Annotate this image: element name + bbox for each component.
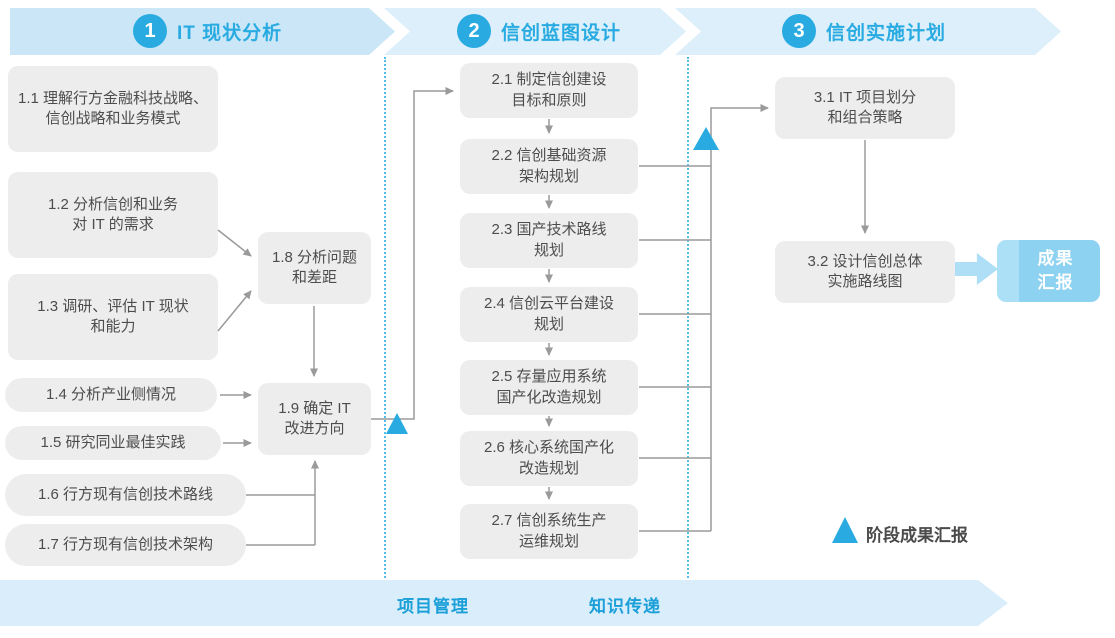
box-2-7: 2.7 信创系统生产 运维规划 <box>460 504 638 559</box>
box-2-7-line2: 运维规划 <box>518 532 579 550</box>
box-1-8: 1.8 分析问题 和差距 <box>258 232 371 304</box>
phase-3-number-badge: 3 <box>782 14 816 48</box>
box-2-1-line2: 目标和原则 <box>511 91 587 109</box>
box-1-3-line1: 1.3 调研、评估 IT 现状 <box>37 297 189 315</box>
box-1-1-line1: 1.1 理解行方金融科技战略、 <box>17 89 209 107</box>
box-1-4-label: 1.4 分析产业侧情况 <box>45 385 177 403</box>
box-1-1-line2: 信创战略和业务模式 <box>45 110 181 127</box>
phase-1-number-badge: 1 <box>133 14 167 48</box>
phase-divider-1 <box>384 57 386 578</box>
phase-3-band <box>675 8 1061 55</box>
box-1-2-line1: 1.2 分析信创和业务 <box>47 195 179 213</box>
phase-divider-2 <box>687 57 689 578</box>
box-2-2: 2.2 信创基础资源 架构规划 <box>460 139 638 194</box>
box-1-9: 1.9 确定 IT 改进方向 <box>258 383 371 455</box>
phase-2-header: 2 信创蓝图设计 <box>457 14 621 48</box>
footer-band <box>0 580 1008 626</box>
footer-item-knowledge-transfer: 知识传递 <box>589 597 661 616</box>
box-1-6-label: 1.6 行方现有信创技术路线 <box>37 485 214 503</box>
box-2-2-line2: 架构规划 <box>518 167 579 185</box>
box-1-1: 1.1 理解行方金融科技战略、 信创战略和业务模式 <box>8 66 218 152</box>
box-2-5: 2.5 存量应用系统 国产化改造规划 <box>460 360 638 415</box>
box-2-6-line1: 2.6 核心系统国产化 <box>483 439 615 457</box>
box-2-3-line1: 2.3 国产技术路线 <box>491 221 607 239</box>
footer-item-project-management: 项目管理 <box>397 597 469 616</box>
result-arrow-icon <box>954 253 998 285</box>
phase-3-header: 3 信创实施计划 <box>782 14 946 48</box>
legend-triangle-icon <box>832 517 858 543</box>
box-2-2-line1: 2.2 信创基础资源 <box>491 147 607 165</box>
box-1-4: 1.4 分析产业侧情况 <box>5 378 217 412</box>
legend-milestone-label: 阶段成果汇报 <box>866 526 968 545</box>
box-1-3-line2: 和能力 <box>90 318 136 335</box>
box-1-2-line2: 对 IT 的需求 <box>72 216 154 233</box>
box-1-6: 1.6 行方现有信创技术路线 <box>5 474 246 516</box>
box-2-1: 2.1 制定信创建设 目标和原则 <box>460 63 638 118</box>
box-2-4: 2.4 信创云平台建设 规划 <box>460 287 638 342</box>
phase-3-title: 信创实施计划 <box>826 22 947 44</box>
box-2-3-line2: 规划 <box>533 241 564 259</box>
box-3-1-line2: 和组合策略 <box>827 109 903 126</box>
box-2-4-line1: 2.4 信创云平台建设 <box>483 295 615 313</box>
box-3-2-line2: 实施路线图 <box>827 273 903 290</box>
phase-1-band <box>10 8 395 55</box>
box-1-5-label: 1.5 研究同业最佳实践 <box>40 433 186 451</box>
box-3-1: 3.1 IT 项目划分 和组合策略 <box>775 77 955 139</box>
box-1-7: 1.7 行方现有信创技术架构 <box>5 524 246 566</box>
box-3-2-line1: 3.2 设计信创总体 <box>807 252 923 270</box>
box-2-6: 2.6 核心系统国产化 改造规划 <box>460 431 638 486</box>
box-2-5-line2: 国产化改造规划 <box>496 388 602 406</box>
phase-1-header: 1 IT 现状分析 <box>133 14 282 48</box>
box-1-3: 1.3 调研、评估 IT 现状 和能力 <box>8 274 218 360</box>
box-1-9-line1: 1.9 确定 IT <box>278 399 351 417</box>
result-report-line2: 汇报 <box>1037 273 1074 292</box>
box-2-5-line1: 2.5 存量应用系统 <box>491 368 607 386</box>
box-2-6-line2: 改造规划 <box>518 459 579 477</box>
phase-2-band <box>384 8 686 55</box>
box-1-8-line2: 和差距 <box>291 269 337 286</box>
box-2-3: 2.3 国产技术路线 规划 <box>460 213 638 268</box>
box-1-9-line2: 改进方向 <box>284 420 345 437</box>
box-2-1-line1: 2.1 制定信创建设 <box>491 71 607 89</box>
box-2-7-line1: 2.7 信创系统生产 <box>491 512 607 530</box>
box-1-5: 1.5 研究同业最佳实践 <box>5 426 221 460</box>
phase-2-number-badge: 2 <box>457 14 491 48</box>
box-1-7-label: 1.7 行方现有信创技术架构 <box>37 535 214 553</box>
milestone-triangle-phase1-icon <box>386 413 408 434</box>
phase-2-title: 信创蓝图设计 <box>501 22 622 44</box>
milestone-triangle-phase2-icon <box>693 127 719 150</box>
phase-1-title: IT 现状分析 <box>177 22 283 44</box>
box-1-8-line1: 1.8 分析问题 <box>271 248 358 266</box>
box-3-1-line1: 3.1 IT 项目划分 <box>813 88 917 106</box>
box-3-2: 3.2 设计信创总体 实施路线图 <box>775 241 955 303</box>
box-1-2: 1.2 分析信创和业务 对 IT 的需求 <box>8 172 218 258</box>
box-2-4-line2: 规划 <box>533 315 564 333</box>
result-report-box: 成果 汇报 <box>997 240 1100 302</box>
result-report-line1: 成果 <box>1037 249 1074 269</box>
